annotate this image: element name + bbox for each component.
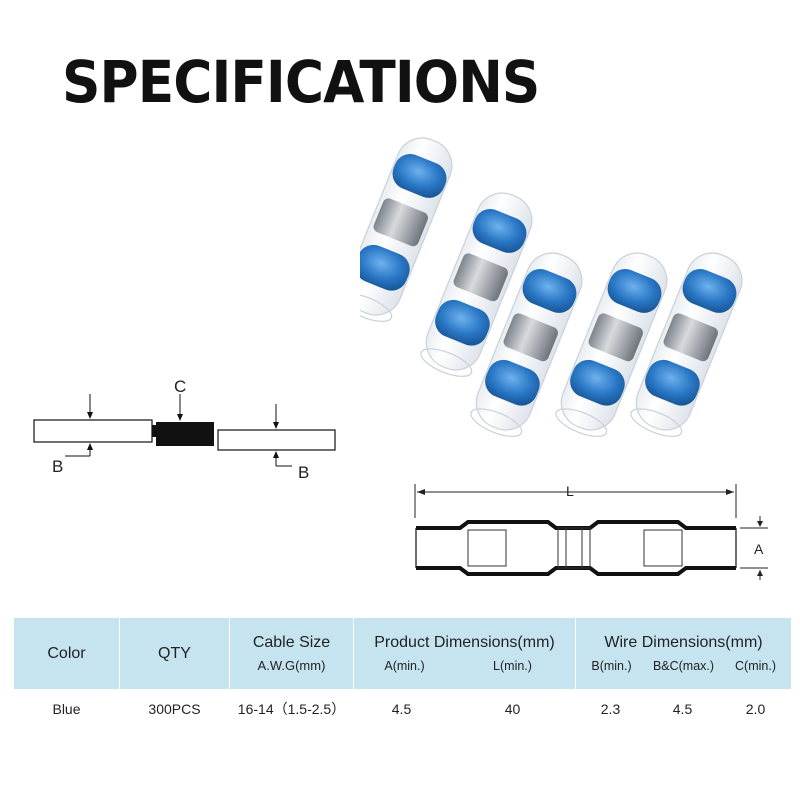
cell-qty: 300PCS: [119, 689, 230, 728]
table-row: Blue 300PCS 16-14（1.5-2.5） 4.5 40 2.3 4.…: [13, 689, 793, 728]
cell-color: Blue: [13, 689, 120, 728]
label-b-right: B: [298, 463, 309, 482]
connector-5: [630, 252, 743, 437]
connector-4: [555, 252, 668, 437]
header-product-l: L(min.): [493, 659, 532, 673]
length-dimension-diagram: L A: [414, 483, 768, 580]
header-wire-c: C(min.): [735, 659, 776, 673]
connector-2: [420, 192, 533, 377]
cell-b: 2.3: [575, 689, 646, 728]
header-qty: QTY: [119, 617, 230, 690]
connectors-photo: [360, 137, 743, 437]
label-b-left: B: [52, 457, 63, 476]
header-wire-dimensions: Wire Dimensions(mm) B(min.)B&C(max.)C(mi…: [574, 617, 793, 690]
header-color: Color: [13, 617, 120, 690]
header-cable-size: Cable Size A.W.G(mm): [229, 617, 354, 690]
cell-cable-size: 16-14（1.5-2.5）: [229, 689, 354, 728]
label-a: A: [754, 541, 764, 557]
spec-table: Color QTY Cable Size A.W.G(mm) Product D…: [13, 617, 793, 728]
wire-splice-diagram: C B B: [33, 377, 336, 482]
header-wire-bc: B&C(max.): [652, 659, 715, 673]
connector-3: [470, 252, 583, 437]
page-title: SPECIFICATIONS: [62, 48, 540, 116]
table-header-row: Color QTY Cable Size A.W.G(mm) Product D…: [13, 617, 793, 690]
label-l: L: [566, 483, 574, 499]
left-wire: [33, 419, 153, 443]
cell-a: 4.5: [353, 689, 450, 728]
label-c: C: [174, 377, 186, 396]
splice-sleeve: [156, 422, 214, 446]
header-product-a: A(min.): [384, 659, 425, 673]
connector-1: [360, 137, 453, 322]
header-wire-b: B(min.): [591, 659, 632, 673]
cell-bc: 4.5: [645, 689, 720, 728]
cell-c: 2.0: [718, 689, 793, 728]
cell-l: 40: [449, 689, 576, 728]
header-product-dimensions: Product Dimensions(mm) A(min.)L(min.): [353, 617, 576, 690]
right-wire: [217, 429, 336, 451]
